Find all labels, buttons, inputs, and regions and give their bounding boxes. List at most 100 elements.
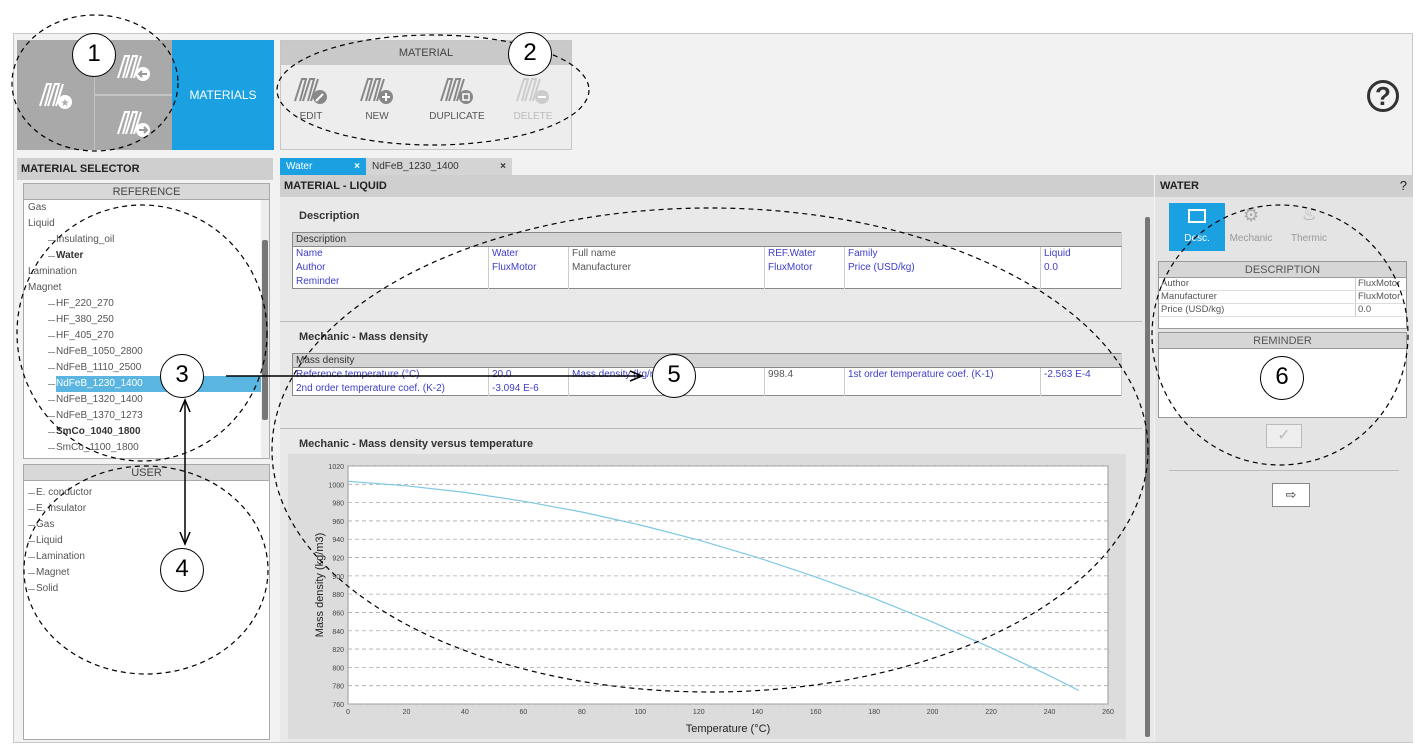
x-tick-label: 160 — [810, 709, 822, 716]
tree-item[interactable]: SmCo_1100_1800 — [48, 440, 269, 456]
edit-button[interactable]: EDIT — [281, 75, 341, 122]
duplicate-button[interactable]: DUPLICATE — [427, 75, 487, 122]
tree-item[interactable]: Water — [48, 248, 269, 264]
y-tick-label: 980 — [332, 501, 344, 508]
tree-item[interactable]: Liquid — [28, 218, 55, 229]
y-tick-label: 1020 — [328, 464, 344, 471]
x-tick-label: 260 — [1102, 709, 1114, 716]
mass-density-table: Mass density Reference temperature (°C) … — [292, 353, 1122, 396]
x-tick-label: 60 — [519, 709, 527, 716]
y-tick-label: 1000 — [328, 482, 344, 489]
material-export-icon — [116, 111, 150, 137]
material-import-icon — [116, 55, 150, 81]
new-label: NEW — [365, 111, 389, 122]
tab-ndfeb[interactable]: NdFeB_1230_1400 × — [366, 158, 512, 175]
tree-item[interactable]: Insulating_oil — [48, 232, 269, 248]
tree-item[interactable]: Magnet — [28, 282, 62, 293]
x-tick-label: 100 — [634, 709, 646, 716]
y-tick-label: 840 — [332, 629, 344, 636]
description-box-header: DESCRIPTION — [1159, 262, 1406, 278]
tree-item[interactable]: Lamination — [28, 266, 77, 277]
y-tick-label: 820 — [332, 647, 344, 654]
description-table: Description Name Water Full name REF.Wat… — [292, 232, 1122, 289]
tab-description[interactable]: Desc. — [1169, 203, 1225, 251]
delete-button[interactable]: DELETE — [503, 75, 563, 122]
id-card-icon — [1188, 209, 1206, 223]
user-tree-header: USER — [24, 465, 269, 481]
help-icon[interactable]: ? — [1367, 80, 1399, 112]
mass-density-chart: 7607808008208408608809009209409609801000… — [314, 464, 1114, 735]
y-tick-label: 940 — [332, 537, 344, 544]
x-tick-label: 120 — [693, 709, 705, 716]
description-section-title: Description — [299, 210, 360, 222]
tree-item[interactable]: E. conductor — [28, 485, 269, 501]
tree-item[interactable]: NdFeB_1370_1273 — [48, 408, 269, 424]
reminder-box-header: REMINDER — [1159, 333, 1406, 349]
y-axis-label: Mass density (kg/m3) — [314, 533, 326, 638]
material-duplicate-icon — [440, 78, 473, 104]
export-material-tile[interactable] — [95, 96, 172, 150]
editor-title: MATERIAL - LIQUID — [280, 175, 1154, 197]
tree-item[interactable]: Solid — [28, 581, 269, 597]
x-tick-label: 0 — [346, 709, 350, 716]
summary-title: WATER? — [1155, 175, 1413, 197]
y-tick-label: 960 — [332, 519, 344, 526]
duplicate-label: DUPLICATE — [429, 111, 485, 122]
exit-icon: ⇨ — [1285, 487, 1297, 502]
x-tick-label: 40 — [461, 709, 469, 716]
exit-button[interactable]: ⇨ — [1272, 483, 1310, 507]
tab-thermic[interactable]: ♨ Thermic — [1290, 207, 1328, 244]
materials-tab-tile[interactable]: MATERIALS — [172, 40, 274, 150]
tab-mechanic[interactable]: ⚙ Mechanic — [1229, 205, 1273, 244]
tree-item[interactable]: Gas — [28, 517, 269, 533]
validate-button[interactable]: ✓ — [1266, 424, 1302, 448]
reference-scrollbar[interactable] — [261, 200, 269, 458]
tree-item[interactable]: SmCo_1040_1800 — [48, 424, 269, 440]
edit-label: EDIT — [299, 111, 323, 122]
app-window: ★ MATERIALS MATERIAL EDIT NEW DUPLICATE … — [13, 33, 1413, 743]
delete-label: DELETE — [513, 111, 553, 122]
material-selector-title: MATERIAL SELECTOR — [17, 158, 273, 180]
heat-icon: ♨ — [1302, 207, 1317, 224]
tree-item[interactable]: Liquid — [28, 533, 269, 549]
description-table-header: Description — [292, 232, 1122, 247]
tree-item[interactable]: HF_380_250 — [48, 312, 269, 328]
tree-item[interactable]: Gas — [28, 202, 47, 213]
tree-item[interactable]: Magnet — [28, 565, 269, 581]
table-row: Name Water Full name REF.Water Family Li… — [292, 246, 1122, 261]
material-edit-icon — [294, 78, 327, 104]
tree-item[interactable]: NdFeB_1320_1400 — [48, 392, 269, 408]
material-star-icon: ★ — [38, 83, 72, 109]
editor-scrollbar[interactable] — [1143, 207, 1152, 737]
y-tick-label: 780 — [332, 684, 344, 691]
svg-text:★: ★ — [60, 98, 69, 109]
close-icon[interactable]: × — [354, 161, 360, 172]
callout-6: 6 — [1260, 356, 1304, 400]
x-tick-label: 80 — [578, 709, 586, 716]
y-tick-label: 920 — [332, 556, 344, 563]
callout-3: 3 — [160, 354, 204, 398]
summary-help-icon[interactable]: ? — [1399, 178, 1407, 193]
tree-item[interactable]: NdFeB_1050_2800 — [48, 344, 269, 360]
tab-ndfeb-label: NdFeB_1230_1400 — [372, 161, 459, 172]
callout-4: 4 — [160, 548, 204, 592]
tree-item[interactable]: E. insulator — [28, 501, 269, 517]
new-button[interactable]: NEW — [347, 75, 407, 122]
table-row: Reference temperature (°C) 20.0 Mass den… — [292, 367, 1122, 382]
plot-area — [347, 465, 1109, 705]
tab-water[interactable]: Water × — [280, 158, 366, 175]
y-tick-label: 760 — [332, 702, 344, 709]
tab-water-label: Water — [286, 161, 313, 172]
chart-section-title: Mechanic - Mass density versus temperatu… — [299, 438, 534, 450]
close-icon[interactable]: × — [500, 161, 506, 172]
x-tick-label: 140 — [751, 709, 763, 716]
tree-item[interactable]: HF_220_270 — [48, 296, 269, 312]
tree-item[interactable]: Lamination — [28, 549, 269, 565]
callout-1: 1 — [72, 33, 116, 77]
tree-item[interactable]: HF_405_270 — [48, 328, 269, 344]
mass-density-table-header: Mass density — [292, 353, 1122, 368]
